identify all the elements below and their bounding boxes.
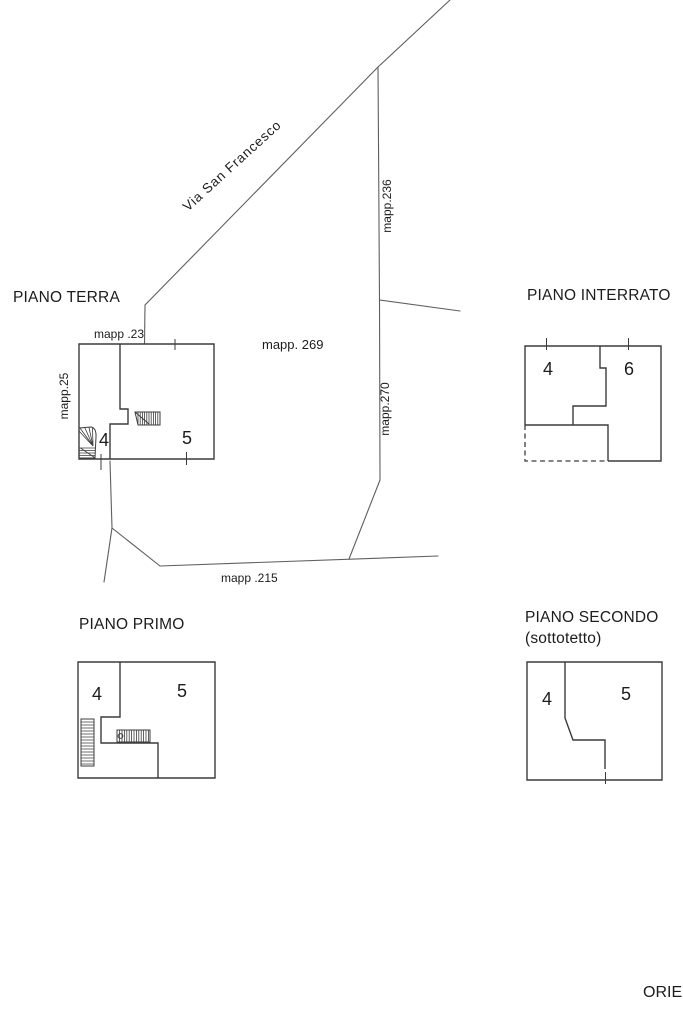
terra-tick-marks [100, 339, 187, 470]
piano-interrato-title: PIANO INTERRATO [527, 287, 671, 304]
parcel-label-mapp236: mapp.236 [380, 179, 394, 233]
parcel-boundary-215 [159, 555, 439, 567]
primo-left-stair-treads [81, 721, 94, 765]
piano-interrato-plan [524, 338, 662, 462]
secondo-room-4-label: 4 [542, 689, 552, 709]
piano-terra-title: PIANO TERRA [13, 289, 120, 306]
terra-stair-outline [134, 411, 161, 426]
terra-room-5-label: 5 [182, 428, 192, 448]
interrato-room-4-label: 4 [543, 359, 553, 379]
terra-winder-stair-treads [78, 426, 95, 458]
parcel-boundary-236-270 [348, 66, 381, 560]
primo-room-4-label: 4 [92, 684, 102, 704]
parcel-label-mapp25: mapp.25 [57, 372, 71, 419]
parcel-label-mapp23: mapp .23 [94, 327, 144, 341]
terra-winder-stair-outline [78, 426, 97, 459]
street-boundary-line [143, 0, 451, 345]
secondo-room-5-label: 5 [621, 684, 631, 704]
site-boundaries [103, 0, 461, 583]
primo-partition-walls [100, 662, 159, 778]
parcel-label-mapp270: mapp.270 [378, 382, 392, 436]
secondo-partition-walls [564, 662, 606, 769]
interrato-room-6-label: 6 [624, 359, 634, 379]
primo-mid-stair-hatch [119, 730, 149, 742]
piano-terra-plan [78, 339, 215, 470]
primo-outer-walls [77, 661, 216, 779]
piano-secondo-subtitle: (sottotetto) [525, 630, 602, 647]
footer-partial-text: ORIE [643, 984, 682, 1001]
primo-room-5-label: 5 [177, 681, 187, 701]
interrato-outer-walls-solid [524, 345, 662, 462]
interrato-partition-walls [525, 346, 609, 461]
piano-secondo-plan [526, 661, 663, 784]
terra-stair-hatch [137, 412, 159, 425]
piano-primo-title: PIANO PRIMO [79, 616, 185, 633]
secondo-outer-walls [526, 661, 663, 781]
terra-room-4-label: 4 [99, 430, 109, 450]
street-name-label: Via San Francesco [180, 117, 284, 214]
interrato-outer-walls-dashed [524, 425, 608, 462]
primo-stair-start-mark [117, 733, 124, 739]
primo-left-stair-outline [80, 718, 95, 767]
parcel-label-mapp269: mapp. 269 [262, 337, 323, 352]
terra-partition-walls [109, 344, 129, 459]
parcel-branch-line [378, 299, 461, 312]
parcel-label-mapp215: mapp .215 [221, 571, 278, 585]
interrato-tick-marks [546, 338, 629, 350]
terra-outer-walls [78, 343, 215, 460]
parcel-boundary-below-building [103, 460, 161, 583]
piano-primo-plan [77, 661, 216, 779]
piano-secondo-title: PIANO SECONDO [525, 609, 659, 626]
